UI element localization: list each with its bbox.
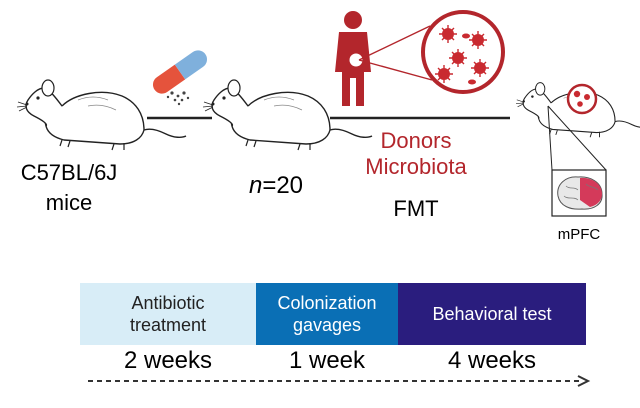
phase-behavioral: Behavioral test — [398, 283, 586, 345]
microbiota-label: Microbiota — [365, 154, 467, 179]
microbiota-bubble-icon — [421, 10, 505, 94]
sample-size-label: n=20 — [232, 172, 320, 200]
phase-label: Behavioral test — [432, 303, 552, 324]
pill-particles — [166, 91, 190, 106]
brain-icon — [557, 176, 603, 210]
strain-label: C57BL/6J — [20, 160, 118, 185]
human-donor-icon — [335, 11, 371, 106]
donors-label: Donors — [380, 128, 452, 153]
phase-antibiotic: Antibiotic treatment — [80, 283, 256, 345]
n-variable: n — [248, 172, 263, 199]
phase-label: Antibiotic — [131, 292, 205, 313]
duration-behavioral: 4 weeks — [447, 347, 537, 374]
recipient-microbiota-icon — [566, 83, 598, 115]
fmt-label: FMT — [393, 196, 439, 221]
duration-antibiotic: 2 weeks — [123, 347, 213, 374]
phase-label: gavages — [292, 315, 362, 335]
phase-label: Colonization — [277, 292, 377, 313]
mice-label: mice — [45, 190, 93, 215]
mpfc-label: mPFC — [557, 226, 601, 243]
phase-label: treatment — [129, 315, 207, 335]
pill-capsule-icon — [153, 50, 207, 94]
phase-colonization: Colonization gavages — [256, 283, 398, 345]
n-value: =20 — [262, 172, 304, 199]
duration-colonization: 1 week — [288, 347, 366, 374]
